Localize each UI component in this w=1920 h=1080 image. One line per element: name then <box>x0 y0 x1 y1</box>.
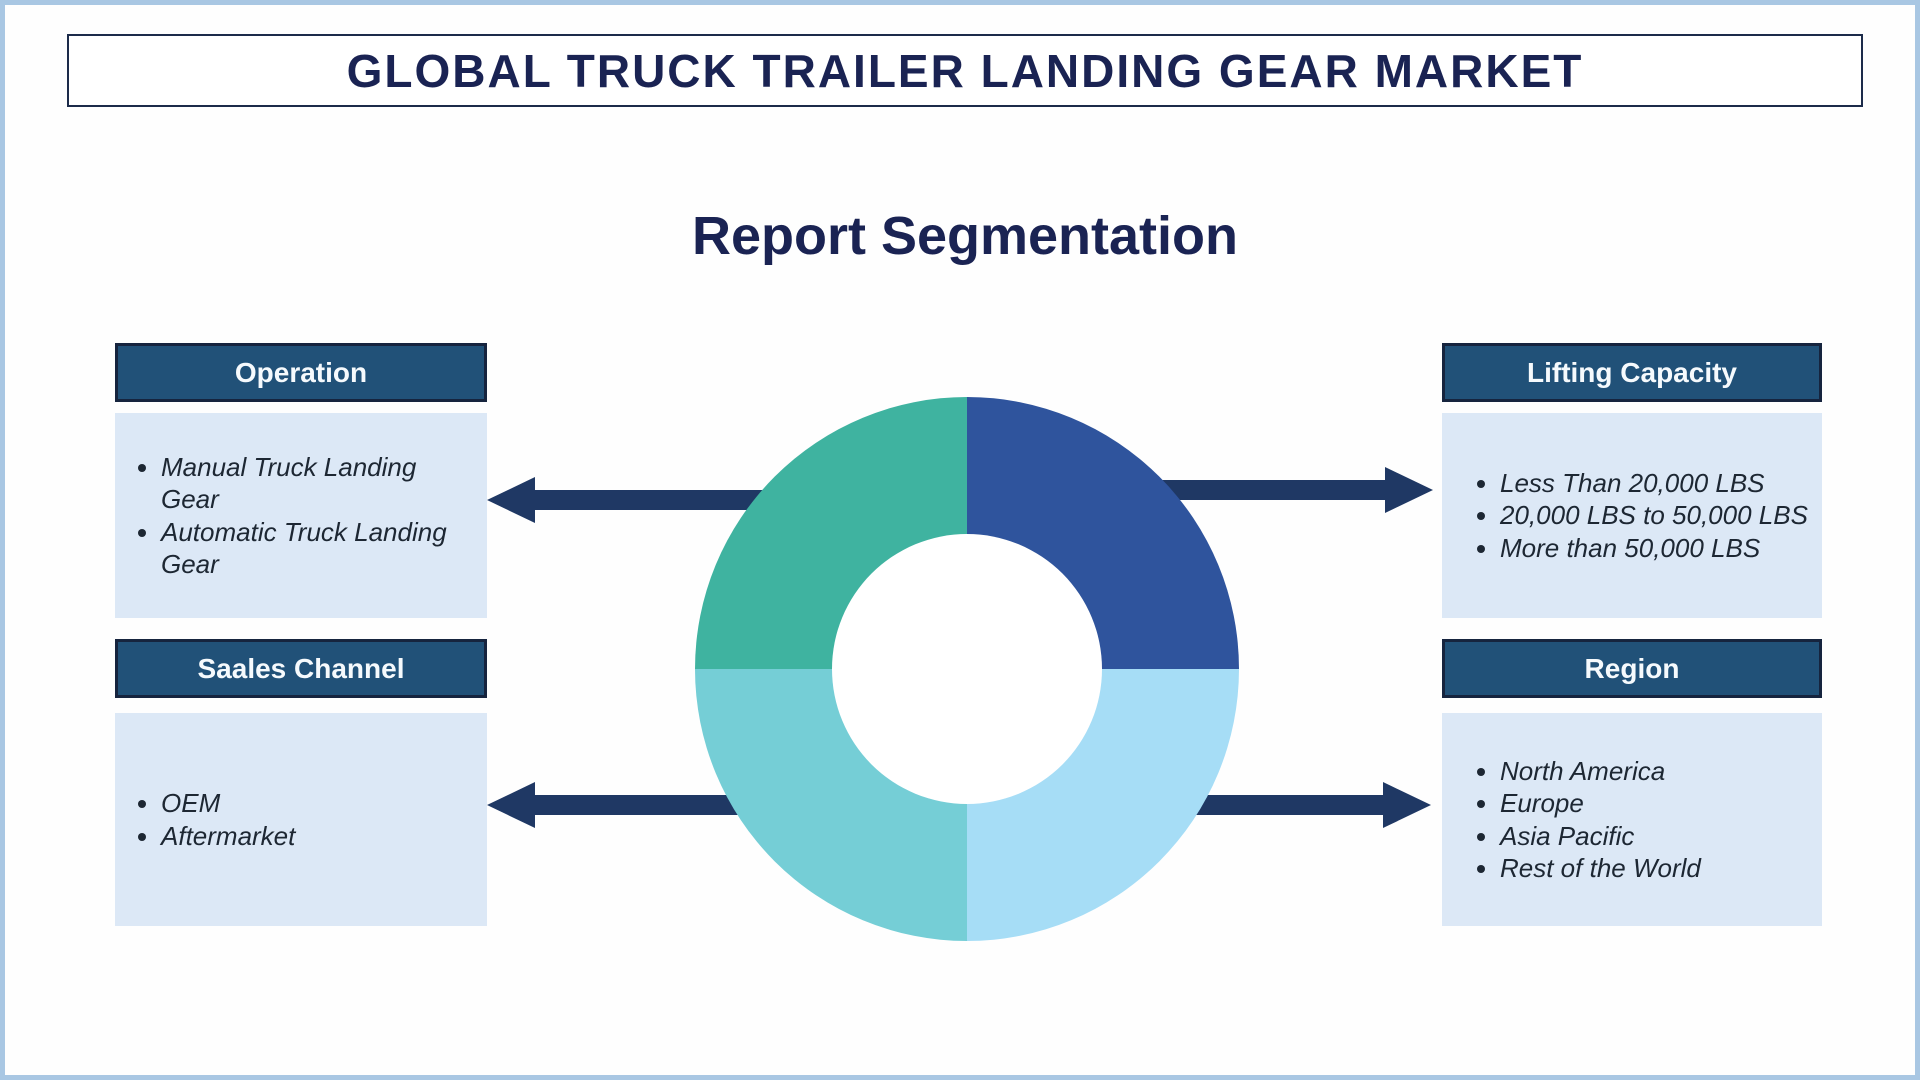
panel-body-sales-channel: OEM Aftermarket <box>115 713 487 926</box>
donut-hole <box>832 534 1102 804</box>
panel-list-lifting-capacity: Less Than 20,000 LBS 20,000 LBS to 50,00… <box>1442 467 1822 565</box>
panel-header-region: Region <box>1442 639 1822 698</box>
panel-title-lifting-capacity: Lifting Capacity <box>1526 356 1737 388</box>
list-item: More than 50,000 LBS <box>1500 532 1812 565</box>
list-item: Europe <box>1500 787 1812 820</box>
panel-header-lifting-capacity: Lifting Capacity <box>1442 343 1822 402</box>
panel-body-lifting-capacity: Less Than 20,000 LBS 20,000 LBS to 50,00… <box>1442 413 1822 618</box>
list-item: 20,000 LBS to 50,000 LBS <box>1500 499 1812 532</box>
panel-title-operation: Operation <box>234 356 368 388</box>
list-item: Rest of the World <box>1500 852 1812 885</box>
title-box: GLOBAL TRUCK TRAILER LANDING GEAR MARKET <box>67 34 1863 107</box>
panel-list-operation: Manual Truck Landing Gear Automatic Truc… <box>115 451 487 581</box>
panel-title-sales-channel: Saales Channel <box>197 652 405 684</box>
list-item: Aftermarket <box>161 820 449 853</box>
page-title: GLOBAL TRUCK TRAILER LANDING GEAR MARKET <box>346 44 1584 97</box>
page-subtitle: Report Segmentation <box>691 206 1239 266</box>
panel-list-sales-channel: OEM Aftermarket <box>115 787 487 852</box>
list-item: Asia Pacific <box>1500 820 1812 853</box>
arrow-head-top-right <box>1385 467 1433 513</box>
panel-title-region: Region <box>1584 652 1680 684</box>
panel-body-operation: Manual Truck Landing Gear Automatic Truc… <box>115 413 487 618</box>
list-item: Automatic Truck Landing Gear <box>161 516 449 581</box>
panel-header-operation: Operation <box>115 343 487 402</box>
donut-chart <box>695 397 1239 941</box>
list-item: Manual Truck Landing Gear <box>161 451 449 516</box>
panel-header-sales-channel: Saales Channel <box>115 639 487 698</box>
arrow-head-bottom-left <box>487 782 535 828</box>
arrow-head-bottom-right <box>1383 782 1431 828</box>
panel-list-region: North America Europe Asia Pacific Rest o… <box>1442 755 1822 885</box>
panel-body-region: North America Europe Asia Pacific Rest o… <box>1442 713 1822 926</box>
list-item: OEM <box>161 787 449 820</box>
list-item: Less Than 20,000 LBS <box>1500 467 1812 500</box>
arrow-head-top-left <box>487 477 535 523</box>
list-item: North America <box>1500 755 1812 788</box>
